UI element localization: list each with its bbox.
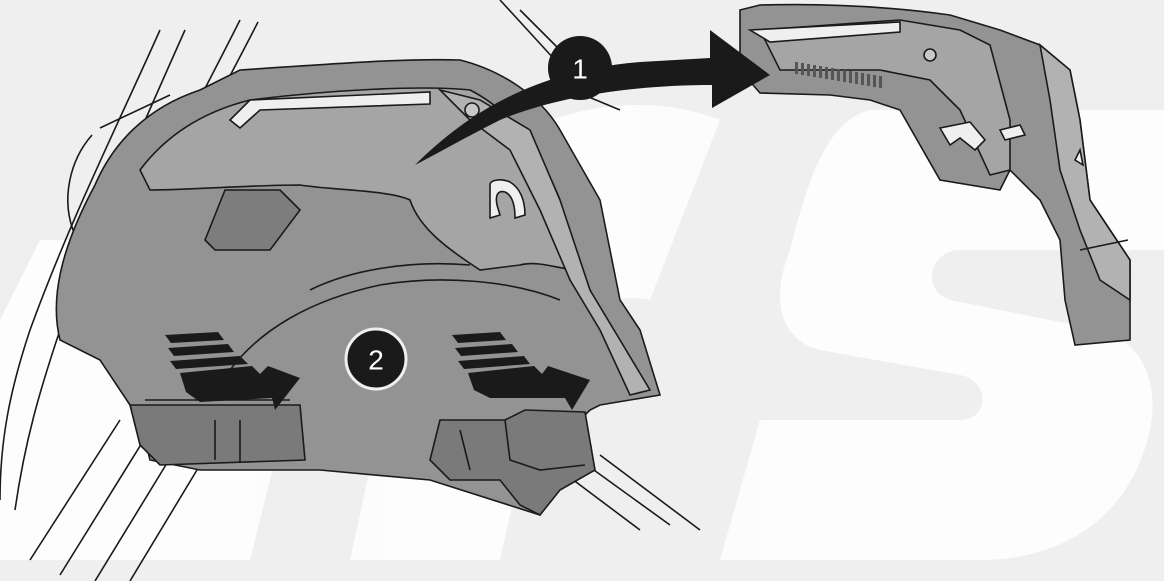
removed-side-trim-panel	[739, 3, 1131, 346]
step-badge-1: 1	[548, 36, 612, 100]
vent-grille	[795, 62, 882, 88]
striped-push-arrow-icon	[165, 332, 590, 410]
step-badge-2: 2	[344, 327, 408, 391]
step-number-2: 2	[368, 345, 384, 376]
curved-arrow-icon	[415, 30, 770, 165]
step-number-1: 1	[572, 54, 588, 85]
